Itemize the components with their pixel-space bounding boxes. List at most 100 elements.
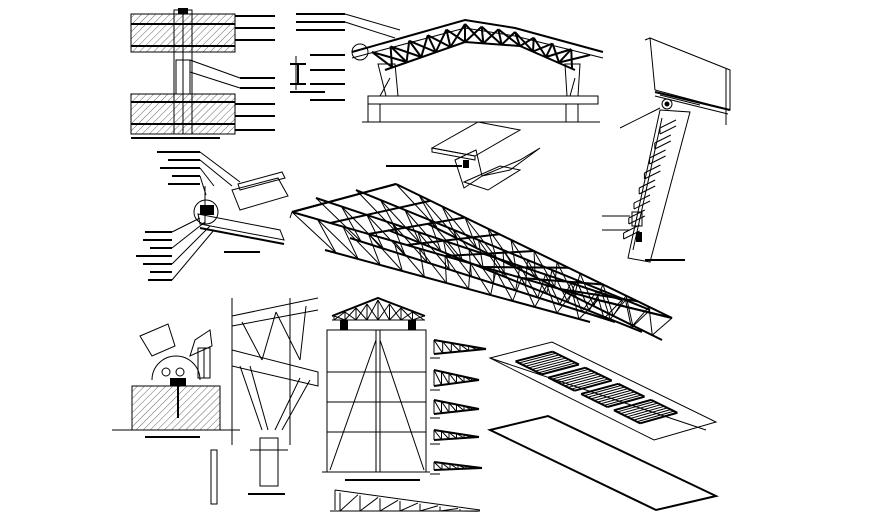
- bottom-chord: [349, 237, 616, 323]
- skylight-rib: [551, 368, 589, 380]
- roof-truss-diagonal: [377, 303, 390, 321]
- web-diagonal: [464, 217, 497, 259]
- skylight-rib: [636, 410, 675, 423]
- purlin: [406, 233, 500, 246]
- truss-type-c: [448, 402, 457, 412]
- web-diagonal: [464, 217, 478, 249]
- skylight-rib: [528, 357, 566, 369]
- skylight-bay: [515, 350, 553, 363]
- bottom-chord: [427, 223, 663, 341]
- skylight-rib: [620, 402, 658, 415]
- fin-plate: [649, 155, 666, 165]
- fin-plate: [649, 149, 666, 159]
- skylight-rib: [633, 409, 671, 421]
- skylight-bay: [541, 363, 580, 376]
- truss-type-a: [477, 347, 487, 350]
- web-diagonal: [342, 226, 359, 260]
- truss-type-a: [433, 339, 444, 354]
- web-diagonal: [368, 233, 381, 266]
- truss-diagonal: [500, 31, 516, 46]
- web-diagonal: [554, 262, 558, 287]
- fin-plate: [654, 134, 672, 144]
- fin-plate: [644, 164, 661, 174]
- web-diagonal: [317, 219, 337, 254]
- fin-plate: [654, 140, 672, 150]
- web-diagonal: [546, 269, 553, 294]
- truss-diagonal: [449, 23, 466, 48]
- skylight-bay: [574, 379, 613, 392]
- truss-diagonal: [514, 31, 534, 53]
- skylight-bay: [515, 360, 543, 376]
- skylight-bay: [547, 376, 576, 392]
- web-diagonal: [404, 209, 442, 252]
- column-base-detail: [112, 323, 240, 438]
- truss-type-b: [441, 371, 450, 385]
- truss-diagonal: [420, 34, 429, 58]
- truss-diagonal: [497, 29, 503, 45]
- purlin: [444, 250, 535, 257]
- skylight-rib: [521, 354, 560, 366]
- skylight-rib: [564, 375, 603, 387]
- web-diagonal: [632, 306, 650, 326]
- web-diagonal: [494, 257, 517, 291]
- skylight-rib: [623, 404, 662, 416]
- leader-lines-e: [136, 151, 241, 281]
- web-diagonal: [341, 206, 384, 249]
- end-rafter: [291, 183, 397, 213]
- skylight-rib: [597, 391, 635, 403]
- truss-diagonal: [371, 51, 407, 63]
- web-diagonal: [651, 317, 673, 336]
- roof-truss-diagonal: [389, 303, 402, 321]
- end-rafter: [597, 299, 673, 319]
- purlin: [483, 266, 569, 269]
- purlin: [521, 277, 604, 286]
- web-diagonal: [392, 223, 428, 263]
- skylight-rib: [535, 360, 573, 372]
- web-diagonal: [444, 255, 447, 284]
- truss-diagonal: [532, 37, 547, 58]
- skylight-bay: [607, 395, 645, 408]
- web-diagonal: [419, 248, 425, 278]
- roof-truss-diagonal: [400, 307, 413, 321]
- column-fin-plates: [623, 119, 677, 240]
- truss-type-e: [449, 463, 459, 470]
- skylight-rib: [603, 394, 642, 406]
- web-diagonal: [417, 231, 450, 270]
- web-diagonal: [368, 233, 403, 272]
- skylight-rib: [538, 362, 576, 374]
- skylight-rib: [626, 405, 665, 418]
- web-diagonal: [317, 218, 359, 260]
- saw-diagonal: [399, 502, 419, 512]
- column-connection-detail: [602, 37, 731, 263]
- truss-diagonal: [408, 39, 437, 53]
- web-diagonal: [625, 299, 632, 328]
- fin-plate: [633, 200, 651, 210]
- truss-diagonal: [445, 28, 466, 43]
- roof-truss-diagonal: [366, 299, 379, 321]
- web-diagonal: [342, 226, 381, 266]
- truss-type-b: [448, 373, 457, 384]
- web-diagonal: [441, 206, 478, 249]
- saw-diagonal: [419, 505, 439, 512]
- roof-truss-diagonal: [389, 307, 402, 321]
- web-diagonal: [603, 299, 623, 319]
- web-diagonal: [576, 279, 590, 311]
- truss-diagonal: [390, 45, 422, 58]
- skylight-bay: [639, 411, 678, 425]
- web-diagonal: [417, 231, 428, 263]
- web-diagonal: [393, 241, 425, 278]
- truss-type-c: [463, 405, 472, 411]
- skylight-rib: [594, 389, 632, 401]
- roof-sheeting-iso: [487, 414, 720, 512]
- web-diagonal: [537, 274, 546, 298]
- truss-type-a: [459, 344, 469, 352]
- web-diagonal: [395, 183, 439, 230]
- truss-type-e: [457, 464, 467, 470]
- truss-type-a: [442, 341, 452, 353]
- web-diagonal: [380, 199, 421, 244]
- web-diagonal: [341, 206, 362, 242]
- web-diagonal: [366, 214, 406, 256]
- web-diagonal: [512, 277, 522, 302]
- truss-type-c: [441, 401, 450, 413]
